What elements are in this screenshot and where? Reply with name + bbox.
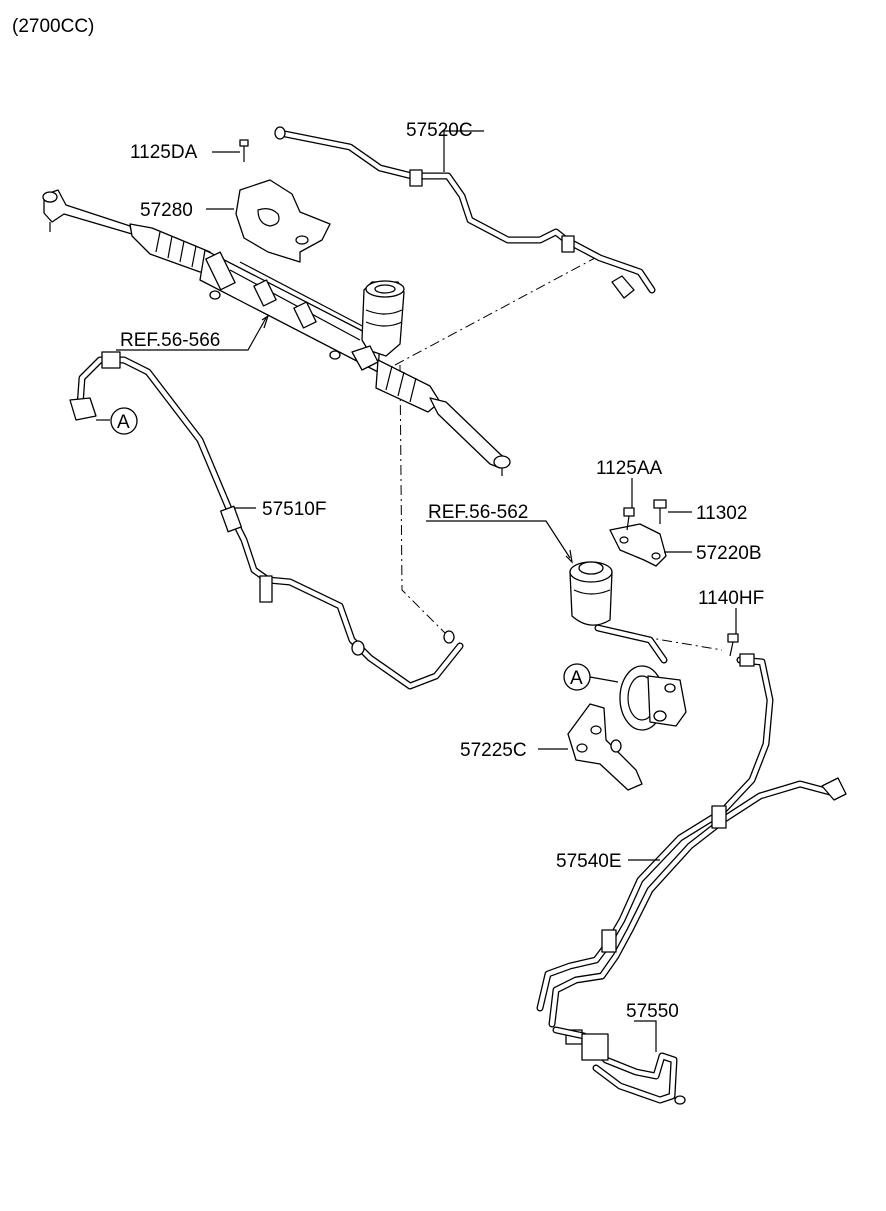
pipe-clip bbox=[561, 235, 575, 253]
label-11302[interactable]: 11302 bbox=[696, 503, 747, 524]
label-57540E[interactable]: 57540E bbox=[556, 851, 622, 872]
right-boot bbox=[375, 359, 441, 413]
callout-circle-a-right[interactable] bbox=[563, 663, 591, 691]
callout-a-left-label: A bbox=[117, 412, 130, 433]
hose-bracket bbox=[259, 575, 273, 603]
line-clip bbox=[601, 929, 617, 953]
bolt-1125AA[interactable] bbox=[623, 507, 635, 531]
left-tie-rod-ball bbox=[42, 191, 58, 203]
steering-rack-assembly bbox=[42, 189, 511, 476]
left-boot bbox=[129, 223, 215, 273]
callout-circle-a-left[interactable] bbox=[110, 407, 138, 435]
callout-a-right-label: A bbox=[570, 668, 583, 689]
return-pipe-57520C[interactable] bbox=[274, 126, 656, 299]
right-tie-rod-ball bbox=[493, 455, 511, 469]
cooler-lines-57540E[interactable] bbox=[536, 653, 847, 1045]
heat-shield-57280[interactable] bbox=[235, 179, 331, 263]
oil-cooler-57550[interactable] bbox=[552, 1026, 686, 1105]
ref-line-rack-to-return-pipe bbox=[394, 257, 596, 366]
line-clip bbox=[711, 805, 727, 829]
label-1125DA[interactable]: 1125DA bbox=[130, 142, 198, 163]
power-steering-pump bbox=[619, 665, 687, 731]
label-ref-56-566[interactable]: REF.56-566 bbox=[120, 330, 220, 351]
label-57550[interactable]: 57550 bbox=[626, 1001, 679, 1022]
label-57280[interactable]: 57280 bbox=[140, 200, 193, 221]
hose-fitting-A bbox=[69, 397, 97, 421]
label-57225C[interactable]: 57225C bbox=[460, 740, 527, 761]
pump-body bbox=[647, 675, 687, 727]
label-1125AA[interactable]: 1125AA bbox=[596, 458, 663, 479]
bolt-1140HF[interactable] bbox=[727, 633, 739, 657]
label-57220B[interactable]: 57220B bbox=[696, 543, 762, 564]
label-ref-56-562[interactable]: REF.56-562 bbox=[428, 502, 528, 523]
bracket-57225C[interactable] bbox=[567, 703, 643, 791]
reservoir bbox=[569, 561, 668, 664]
ref-line-rack-to-pressure-hose bbox=[399, 364, 448, 636]
bolt-11302[interactable] bbox=[653, 499, 667, 524]
label-57510F[interactable]: 57510F bbox=[262, 499, 326, 520]
bracket-57220B[interactable] bbox=[609, 523, 667, 567]
variant-label: (2700CC) bbox=[12, 16, 94, 37]
bolt-1125DA[interactable] bbox=[239, 139, 249, 162]
pressure-hose-57510F[interactable] bbox=[69, 351, 464, 690]
pipe-clip bbox=[409, 169, 423, 187]
label-57520C[interactable]: 57520C bbox=[406, 120, 473, 141]
label-1140HF[interactable]: 1140HF bbox=[698, 588, 764, 609]
